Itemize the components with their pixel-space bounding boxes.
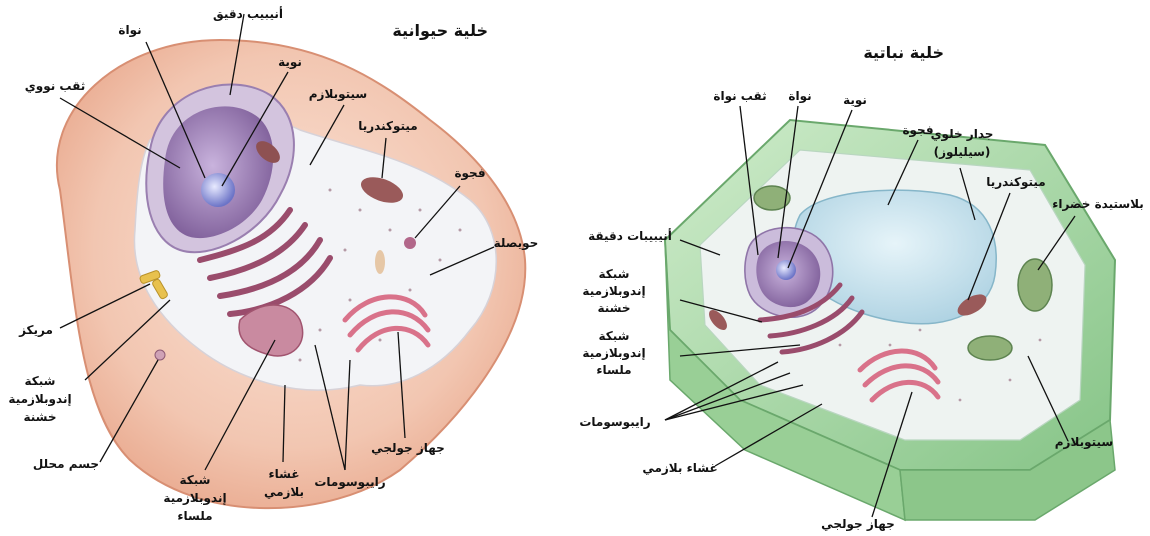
plant-chloroplast [968,336,1012,360]
animal-label-microtubule: أنيبيب دقيق [213,6,283,21]
plant-label-nucleolus: نوية [843,93,867,108]
animal-label-vesicle: حويصلة [494,236,539,251]
plant-label-plasma-membrane: غشاء بلازمي [642,461,717,475]
plant-chloroplast [1018,259,1052,311]
animal-lysosome [155,350,165,360]
animal-cell: خلية حيوانية نواة أنيبيب دقيق نوية ثقب ن… [8,6,538,523]
animal-label-cytoplasm: سيتوبلازم [309,87,367,102]
animal-label-plasma-membrane-2: بلازمي [264,485,304,499]
animal-label-smooth-er-2: إندوبلازمية [163,491,226,506]
plant-label-chloroplast: بلاستيدة خضراء [1052,197,1144,211]
animal-label-golgi: جهاز جولجي [371,441,445,456]
plant-title: خلية نباتية [863,43,944,62]
plant-label-golgi: جهاز جولجي [821,517,895,532]
animal-label-mitochondria: ميتوكندريا [358,119,417,134]
animal-label-smooth-er-1: شبكة [180,473,211,487]
plant-cell: خلية نباتية ثقب نواة نواة نوية فجوة جدار… [579,43,1143,532]
animal-label-nuclear-pore: ثقب نووي [25,79,86,94]
animal-label-rough-er-1: شبكة [25,374,56,388]
animal-label-lysosome: جسم محلل [33,457,99,471]
animal-label-vacuole: فجوة [454,166,485,181]
animal-vacuole [404,237,416,249]
animal-vesicle [375,250,385,274]
plant-label-rough-er-1: شبكة [599,267,630,281]
plant-label-cell-wall-2: (سيليلوز) [934,145,991,160]
plant-label-rough-er-2: إندوبلازمية [582,284,645,299]
plant-label-smooth-er-1: شبكة [599,329,630,343]
animal-label-plasma-membrane-1: غشاء [268,467,299,481]
plant-label-nucleus: نواة [788,89,811,104]
animal-label-rough-er-2: إندوبلازمية [8,392,71,407]
plant-label-mitochondria: ميتوكندريا [986,175,1045,190]
animal-label-nucleus: نواة [118,23,141,38]
plant-label-cytoplasm: سيتوبلازم [1055,435,1113,450]
animal-label-centriole: مريكز [18,323,53,337]
animal-title: خلية حيوانية [392,21,488,40]
plant-label-microtubules: أنيبيبات دقيقة [588,228,672,243]
plant-label-nuclear-pore: ثقب نواة [713,89,766,104]
animal-nucleolus [201,173,235,207]
plant-label-ribosomes: رايبوسومات [579,415,650,430]
plant-nucleolus [776,260,796,280]
plant-label-smooth-er-3: ملساء [596,363,631,377]
plant-label-vacuole: فجوة [902,123,933,138]
plant-label-cell-wall-1: جدار خلوي [931,127,994,142]
animal-label-nucleolus: نوية [278,55,302,70]
plant-label-smooth-er-2: إندوبلازمية [582,346,645,361]
animal-label-smooth-er-3: ملساء [177,509,212,523]
plant-label-rough-er-3: خشنة [597,301,630,315]
animal-label-rough-er-3: خشنة [23,410,56,424]
animal-label-ribosomes: رايبوسومات [314,475,385,490]
